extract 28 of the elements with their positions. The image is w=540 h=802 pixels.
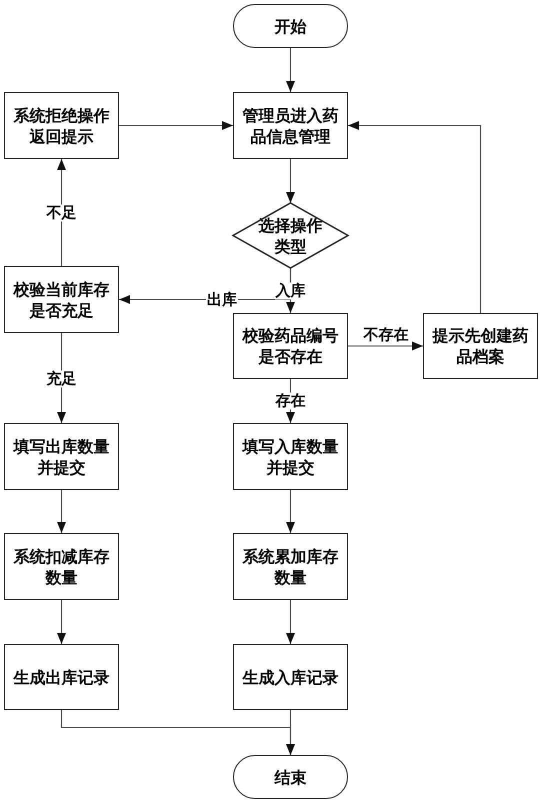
arrow bbox=[119, 121, 233, 130]
process-box: 生成入库记录 bbox=[233, 644, 348, 710]
edge-label: 存在 bbox=[274, 392, 306, 410]
decision-diamond: 选择操作类型 bbox=[233, 203, 348, 268]
arrow bbox=[286, 48, 295, 92]
process-box: 生成出库记录 bbox=[4, 644, 119, 710]
process-box: 管理员进入药品信息管理 bbox=[233, 92, 348, 159]
process-box: 校验药品编号是否存在 bbox=[233, 313, 348, 379]
arrow bbox=[57, 600, 66, 644]
edge-label: 出库 bbox=[206, 291, 238, 308]
process-box: 提示先创建药品档案 bbox=[423, 313, 538, 379]
process-box: 系统累加库存数量 bbox=[233, 533, 348, 600]
arrow bbox=[348, 342, 423, 350]
edge-label: 充足 bbox=[46, 370, 78, 388]
edge-label: 不存在 bbox=[362, 326, 410, 344]
arrow bbox=[57, 490, 66, 533]
arrow bbox=[286, 159, 295, 203]
edge-label: 不足 bbox=[46, 204, 78, 222]
edge-label: 入库 bbox=[274, 282, 306, 300]
arrow bbox=[348, 121, 482, 313]
arrow bbox=[286, 490, 295, 533]
process-box: 填写入库数量并提交 bbox=[233, 423, 348, 490]
arrow bbox=[286, 600, 295, 644]
process-box: 校验当前库存是否充足 bbox=[4, 266, 119, 333]
process-box: 系统拒绝操作返回提示 bbox=[4, 92, 119, 159]
process-box: 系统扣减库存数量 bbox=[4, 533, 119, 600]
process-box: 填写出库数量并提交 bbox=[4, 423, 119, 490]
arrow bbox=[286, 710, 295, 755]
